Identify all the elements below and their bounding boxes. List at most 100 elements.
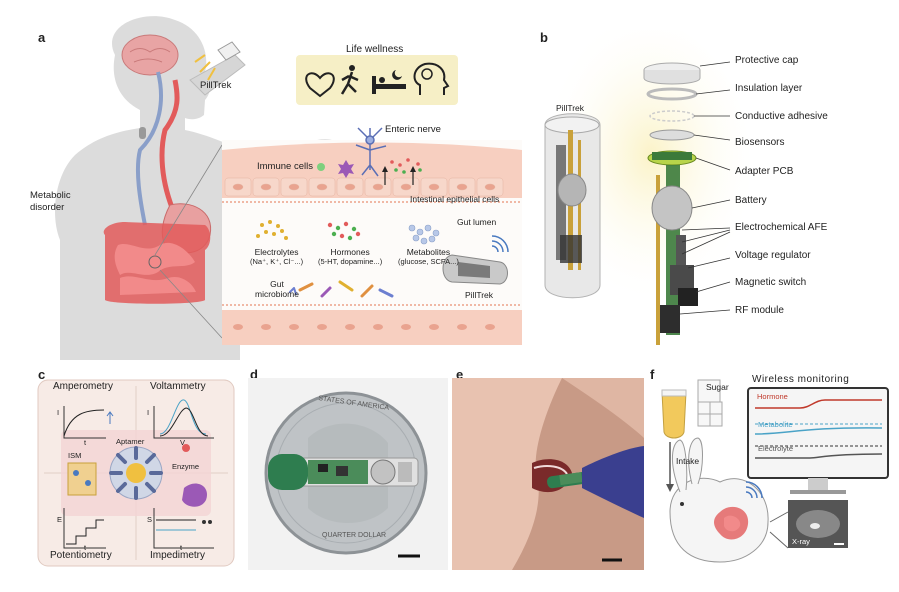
metabolites-label: Metabolites (glucose, SCFA...)	[398, 247, 459, 267]
panel-b-illustration	[530, 30, 750, 345]
electrolyte-dots	[256, 220, 288, 240]
component-battery: Battery	[735, 195, 767, 206]
intestine-icon	[103, 222, 211, 304]
heart-icon	[305, 72, 335, 98]
metabolic-disorder-line2: disorder	[30, 202, 65, 213]
component-electrochemical-afe: Electrochemical AFE	[735, 222, 828, 233]
rabbit-icon	[669, 437, 769, 563]
metabolic-disorder-line1: Metabolic	[30, 190, 71, 201]
axis-t-potentiometry: t	[84, 543, 87, 552]
panel-letter-d: d	[250, 367, 258, 382]
metabolites-title: Metabolites	[406, 247, 451, 257]
glass-icon	[661, 389, 687, 439]
panel-e-photo	[452, 378, 644, 570]
component-protective-cap: Protective cap	[735, 55, 799, 66]
panel-letter-e: e	[456, 367, 464, 382]
hormones-examples: (5-HT, dopamine...)	[318, 257, 383, 266]
metabolic-disorder-label: Metabolic disorder	[30, 190, 71, 214]
sugar-label: Sugar	[706, 382, 729, 392]
panel-f-illustration	[661, 379, 889, 563]
panel-c-illustration	[37, 379, 235, 567]
intake-label: Intake	[676, 456, 700, 466]
gut-lumen-label: Gut lumen	[457, 217, 497, 227]
panel-letter-a: a	[38, 30, 46, 45]
glove-photo	[582, 446, 644, 518]
component-conductive-adhesive: Conductive adhesive	[735, 111, 828, 122]
component-adapter-pcb: Adapter PCB	[735, 166, 794, 177]
panel-d-photo	[248, 378, 448, 570]
immune-cell-icon	[317, 163, 325, 171]
voltammetry-label: Voltammetry	[150, 381, 206, 392]
amperometry-plot	[63, 406, 114, 439]
metabolites-examples: (glucose, SCFA...)	[398, 257, 459, 266]
microbiome-icon	[289, 280, 394, 298]
panel-letter-f: f	[650, 367, 655, 382]
hormones-label: Hormones (5-HT, dopamine...)	[318, 247, 382, 267]
hormone-dots	[327, 221, 361, 241]
axis-v-voltammetry: V	[180, 438, 186, 447]
brain-icon	[121, 34, 179, 76]
impedimetry-plot	[153, 508, 214, 549]
face-photo	[452, 378, 562, 570]
wireless-icon	[745, 481, 763, 499]
component-magnetic-switch: Magnetic switch	[735, 277, 807, 288]
enteric-nerve-icon	[355, 127, 387, 177]
ism-icon	[67, 462, 97, 496]
metabolite-series-label: Metabolite	[758, 420, 793, 429]
component-voltage-regulator: Voltage regulator	[735, 250, 811, 261]
ism-label: ISM	[68, 451, 82, 460]
bottom-cell-layer	[222, 304, 522, 345]
hormones-title: Hormones	[330, 247, 370, 257]
axis-t-amperometry: t	[84, 438, 87, 447]
intestinal-cells-label: Intestinal epithelial cells	[410, 194, 500, 204]
metabolite-dots	[408, 224, 440, 245]
enzyme-icon	[182, 483, 207, 507]
panel-letter-b: b	[540, 30, 548, 45]
life-wellness-box	[296, 55, 458, 105]
component-biosensors: Biosensors	[735, 137, 785, 148]
axis-i-amperometry: I	[57, 408, 60, 417]
gut-microbiome-line1: Gut	[270, 279, 284, 289]
axis-s-impedimetry: S	[147, 515, 153, 524]
potentiometry-plot	[63, 508, 106, 549]
pilltrek-device-photo	[268, 454, 419, 490]
component-insulation-layer: Insulation layer	[735, 83, 803, 94]
aptamer-label: Aptamer	[116, 437, 145, 446]
hormone-series-label: Hormone	[757, 392, 788, 401]
component-rf-module: RF module	[735, 305, 784, 316]
impedimetry-label: Impedimetry	[150, 550, 206, 561]
axis-e-potentiometry: E	[57, 515, 63, 524]
axis-i-voltammetry: I	[147, 408, 150, 417]
enzyme-label: Enzyme	[172, 462, 200, 471]
sleep-icon	[372, 70, 406, 94]
amperometry-label: Amperometry	[53, 381, 114, 392]
sugar-cubes-icon	[697, 379, 723, 427]
gut-microbiome-label: Gut microbiome	[255, 279, 299, 299]
electrolytes-title: Electrolytes	[254, 247, 299, 257]
life-wellness-title: Life wellness	[346, 44, 404, 55]
electrolytes-examples: (Na⁺, K⁺, Cl⁻...)	[250, 257, 304, 266]
gut-microbiome-line2: microbiome	[255, 289, 299, 299]
pilltrek-gut-label: PillTrek	[465, 290, 494, 300]
xray-label: X-ray	[792, 537, 810, 546]
axis-t-impedimetry: t	[180, 543, 183, 552]
immune-cells-label: Immune cells	[257, 161, 313, 172]
potentiometry-label: Potentiometry	[50, 550, 112, 561]
electrolytes-label: Electrolytes (Na⁺, K⁺, Cl⁻...)	[250, 247, 303, 267]
capsule-icon	[139, 127, 146, 139]
runner-icon	[340, 65, 359, 95]
aptamer-wheel-icon	[109, 446, 163, 500]
wireless-monitoring-title: Wireless monitoring	[752, 374, 850, 385]
electrolyte-series-label: Electrolyte	[758, 444, 794, 453]
pilltrek-label-a: PillTrek	[200, 80, 232, 91]
enteric-nerve-label: Enteric nerve	[385, 124, 441, 135]
pilltrek-capsule-icon	[442, 254, 508, 285]
wireless-icon	[491, 235, 509, 253]
assembled-capsule	[544, 113, 601, 299]
mind-icon	[413, 62, 450, 95]
panel-letter-c: c	[38, 367, 46, 382]
coin-bottom-text: QUARTER DOLLAR	[322, 532, 387, 539]
monitor-icon	[747, 387, 889, 494]
voltammetry-plot	[153, 399, 214, 439]
top-cell-layer	[222, 142, 522, 203]
